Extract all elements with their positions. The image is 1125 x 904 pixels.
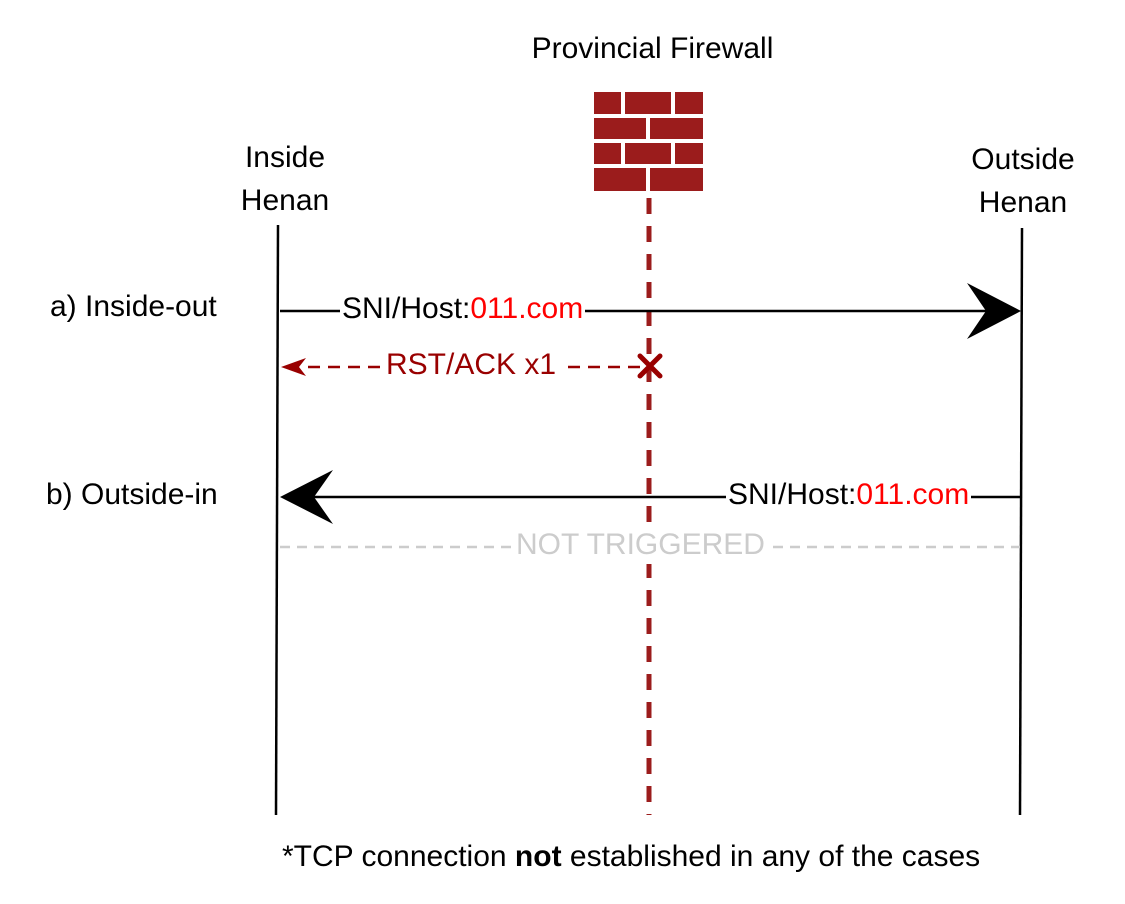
case-a-request-domain: 011.com xyxy=(470,292,584,325)
footnote-suffix: established in any of the cases xyxy=(561,840,981,873)
case-b-response-label: NOT TRIGGERED xyxy=(512,526,769,564)
inside-label-line1: Inside xyxy=(244,141,326,174)
case-a-rst-arrowhead xyxy=(281,358,306,376)
firewall-title: Provincial Firewall xyxy=(531,32,774,65)
footnote-bold: not xyxy=(514,840,562,873)
case-a-label: a) Inside-out xyxy=(50,290,217,323)
case-b-request-domain: 011.com xyxy=(856,478,970,511)
case-b-label: b) Outside-in xyxy=(46,478,218,511)
case-a-response-label: RST/ACK x1 xyxy=(382,346,561,384)
case-a-request-label: SNI/Host:011.com xyxy=(340,290,586,328)
case-a-arrowhead xyxy=(967,283,1021,339)
outside-label-line2: Henan xyxy=(978,186,1068,219)
outside-label-line1: Outside xyxy=(971,143,1075,176)
footnote-prefix: *TCP connection xyxy=(282,840,515,873)
brick-wall-icon xyxy=(594,92,703,191)
case-b-request-label: SNI/Host:011.com xyxy=(726,476,972,514)
inside-lifeline xyxy=(274,224,280,816)
case-a-request-prefix: SNI/Host: xyxy=(342,292,471,325)
drop-x-icon xyxy=(637,353,663,379)
case-b-arrowhead xyxy=(280,470,333,524)
case-b-request-prefix: SNI/Host: xyxy=(728,478,857,511)
inside-label-line2: Henan xyxy=(240,184,330,217)
footnote: *TCP connection not established in any o… xyxy=(282,838,980,876)
inside-endpoint-label: Inside Henan xyxy=(175,136,395,222)
outside-lifeline xyxy=(1018,227,1024,816)
outside-endpoint-label: Outside Henan xyxy=(913,138,1125,224)
